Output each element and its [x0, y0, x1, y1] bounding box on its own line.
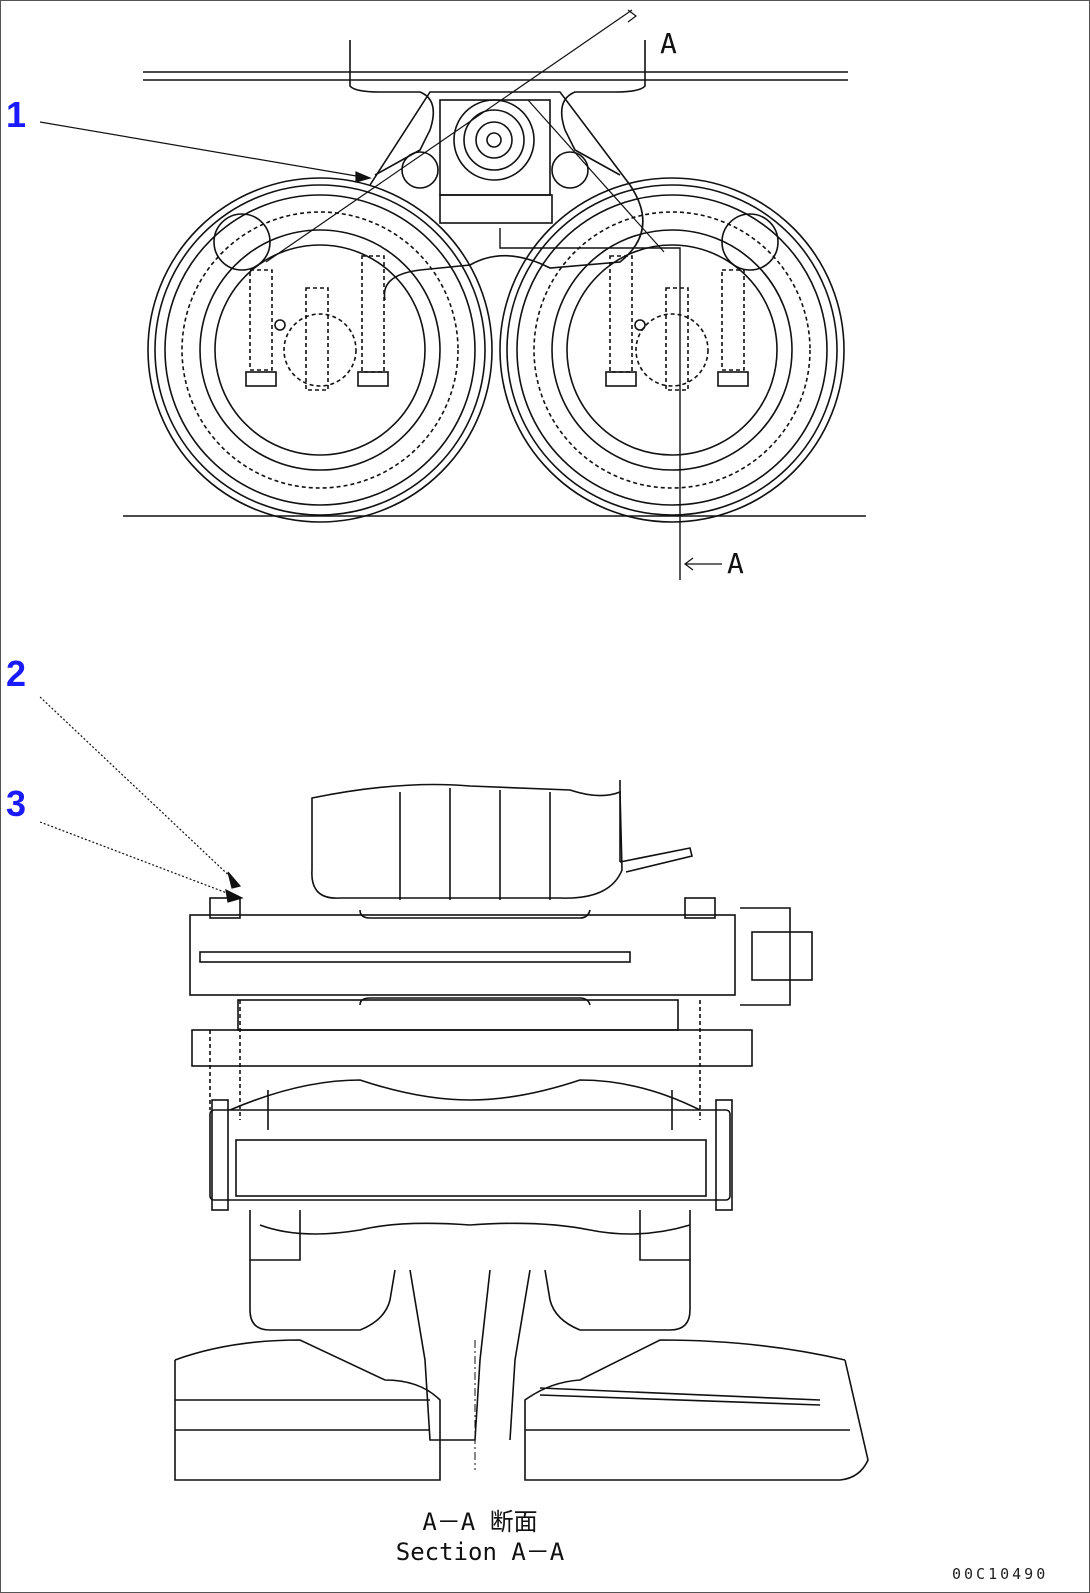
- left-roller: [147, 177, 493, 523]
- leader-lines: [39, 121, 372, 903]
- cut-mark-bottom: A: [727, 547, 744, 580]
- callout-1: 1: [6, 94, 27, 135]
- cut-mark-top: A: [660, 27, 677, 60]
- section-view: [174, 780, 869, 1481]
- drawing-code: 00C10490: [952, 1565, 1049, 1583]
- callout-3: 3: [6, 783, 27, 824]
- roller-side-view: [123, 9, 866, 580]
- right-roller: [499, 177, 845, 523]
- callout-2: 2: [6, 653, 27, 694]
- section-title-en: Section A－A: [395, 1538, 565, 1566]
- section-title-jp: A－A 断面: [422, 1508, 538, 1536]
